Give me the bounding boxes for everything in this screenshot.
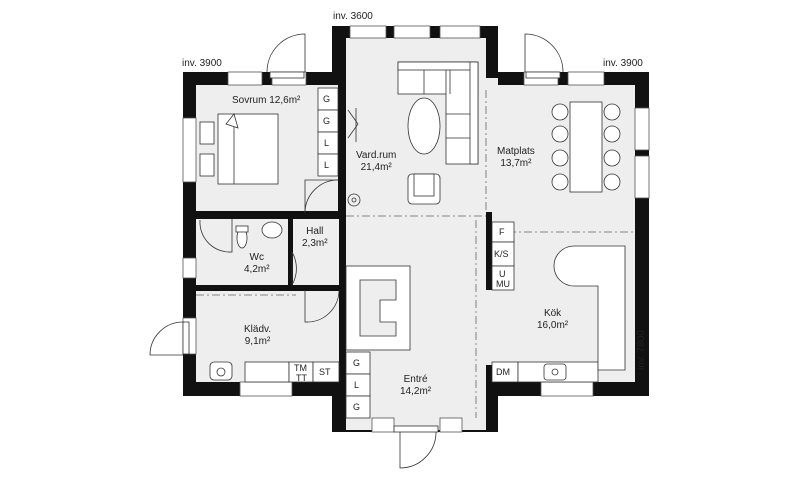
sofa	[397, 61, 479, 165]
dashed-lines	[196, 90, 635, 418]
room-kladv: Klädv. 9,1m²	[244, 324, 271, 348]
coffee-table	[407, 97, 441, 155]
room-name: Entré	[403, 374, 428, 385]
appliance-tag: TT	[296, 373, 307, 383]
dining-table	[551, 101, 621, 193]
appliance-tag: K/S	[494, 249, 509, 259]
room-area: 13,7m²	[500, 158, 532, 169]
room-name: Hall	[306, 226, 324, 237]
appliance-tag: U	[499, 269, 506, 279]
room-entre: Entré 14,2m²	[400, 374, 431, 398]
room-name: Kök	[543, 308, 562, 319]
closet-tag: G	[323, 116, 331, 126]
entre-closets	[345, 351, 371, 419]
closet-tag: G	[323, 94, 331, 104]
wc-fixtures	[235, 221, 283, 249]
appliance-tag: F	[499, 227, 505, 237]
room-wc: Wc 4,2m²	[244, 252, 270, 276]
room-vardrum: Vard.rum 21,4m²	[356, 150, 396, 174]
dimension-top-left: inv. 3900	[182, 58, 222, 69]
appliance-tag: TM	[294, 363, 307, 373]
laundry-counter	[209, 361, 340, 383]
appliance-tag: DM	[496, 367, 510, 377]
closet-tag: L	[324, 160, 330, 170]
room-area: 14,2m²	[400, 386, 432, 397]
appliance-tag: ST	[319, 367, 331, 377]
interior-walls	[196, 85, 492, 382]
room-name: Wc	[249, 252, 264, 263]
closet-tag: G	[353, 358, 361, 368]
dimension-top-right: inv. 3900	[603, 58, 643, 69]
kitchen-sink	[543, 363, 567, 381]
room-area: 21,4m²	[360, 162, 392, 173]
room-name: Sovrum	[232, 95, 267, 106]
room-hall: Hall 2,3m²	[302, 226, 328, 250]
room-name: Vard.rum	[356, 150, 397, 161]
room-kok: Kök 16,0m²	[537, 308, 568, 332]
room-matplats: Matplats 13,7m²	[497, 146, 535, 170]
double-bed	[199, 113, 279, 185]
exterior-doors	[149, 33, 564, 469]
armchair	[407, 173, 441, 205]
room-area: 4,2m²	[244, 264, 270, 275]
room-sovrum: Sovrum 12,6m²	[232, 95, 300, 107]
fireplace-stove	[347, 108, 361, 207]
dimension-top-center: inv. 3600	[333, 11, 373, 22]
closet-tag: L	[324, 138, 330, 148]
dimension-right-side: inv. 7800	[636, 330, 647, 370]
room-name: Matplats	[497, 146, 535, 157]
closet-tag: L	[354, 380, 360, 390]
stairs	[345, 265, 411, 351]
sovrum-closets	[317, 87, 339, 177]
interior-doors	[199, 179, 340, 323]
room-area: 2,3m²	[302, 238, 328, 249]
appliance-tag: MU	[496, 279, 510, 289]
room-area: 9,1m²	[244, 336, 271, 347]
room-area: 12,6m²	[269, 95, 301, 106]
room-name: Klädv.	[244, 324, 272, 335]
closet-tag: G	[353, 402, 361, 412]
room-area: 16,0m²	[537, 320, 569, 331]
